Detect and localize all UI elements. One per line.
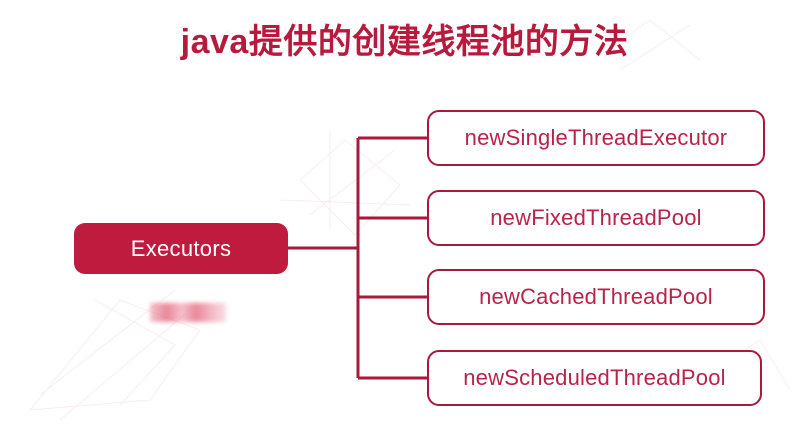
redacted-watermark-artifact — [150, 303, 226, 322]
page-title: java提供的创建线程池的方法 — [180, 23, 629, 61]
node-new-cached-thread-pool-label: newCachedThreadPool — [479, 284, 713, 309]
node-executors[interactable]: Executors — [74, 223, 288, 274]
node-new-cached-thread-pool[interactable]: newCachedThreadPool — [427, 269, 765, 325]
node-new-single-thread-executor-label: newSingleThreadExecutor — [464, 125, 728, 150]
node-new-fixed-thread-pool[interactable]: newFixedThreadPool — [427, 190, 765, 246]
node-new-fixed-thread-pool-label: newFixedThreadPool — [490, 205, 702, 230]
node-new-scheduled-thread-pool-label: newScheduledThreadPool — [463, 365, 726, 390]
node-new-single-thread-executor[interactable]: newSingleThreadExecutor — [427, 110, 765, 166]
node-new-scheduled-thread-pool[interactable]: newScheduledThreadPool — [427, 350, 762, 406]
node-executors-label: Executors — [130, 235, 232, 261]
